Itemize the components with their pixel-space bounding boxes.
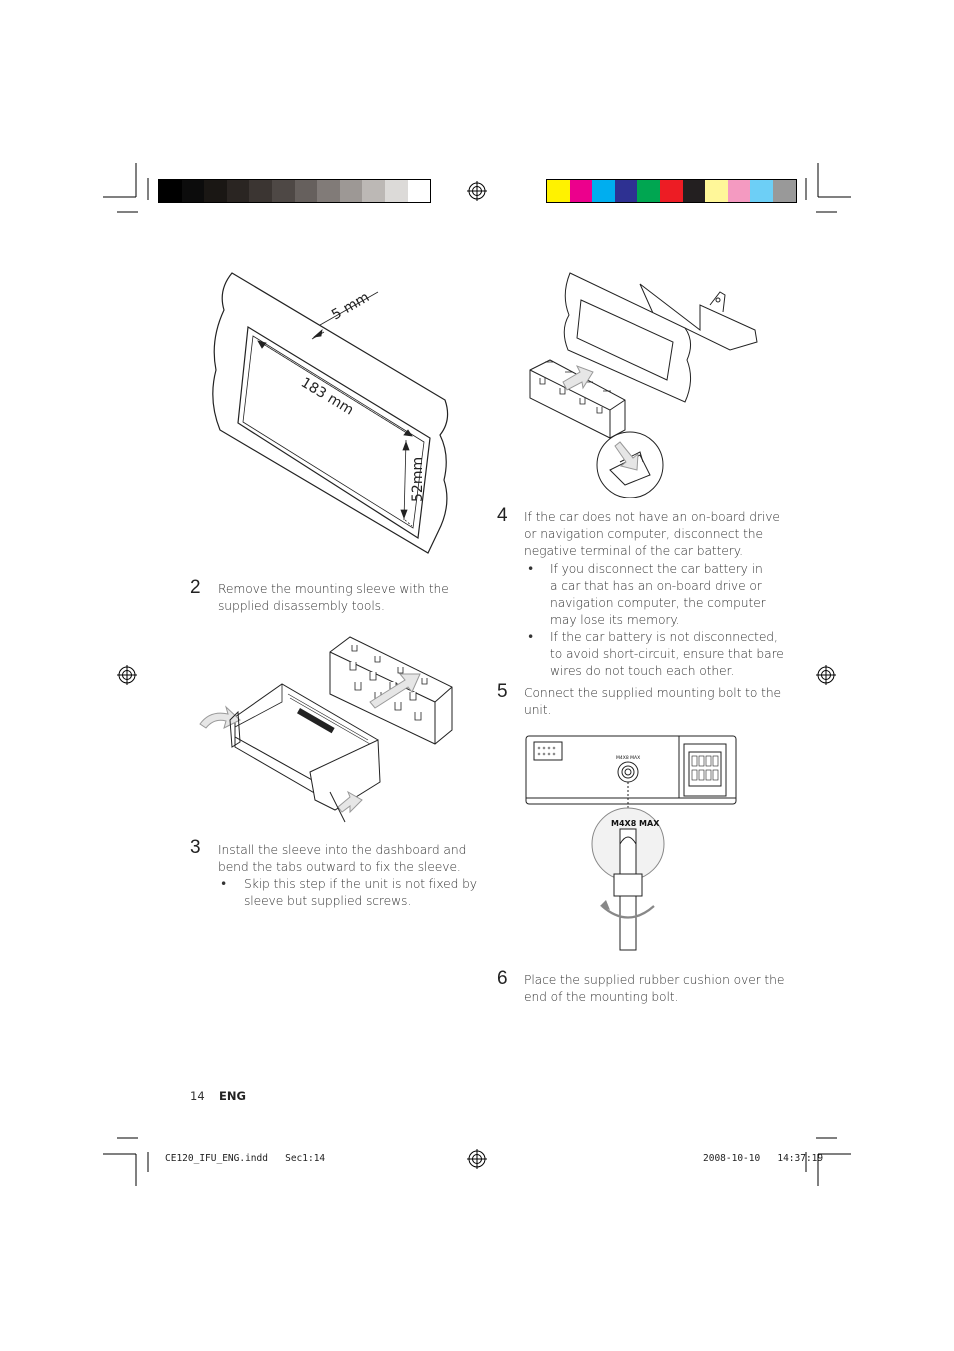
step-4-bullet-1: If you disconnect the car battery in a c… bbox=[550, 561, 766, 629]
bolt-max-label: M4X8 MAX bbox=[611, 819, 660, 828]
text-line: If you disconnect the car battery in bbox=[550, 562, 763, 576]
color-swatch bbox=[659, 180, 683, 202]
color-swatch bbox=[727, 180, 751, 202]
text-line: Place the supplied rubber cushion over t… bbox=[524, 973, 785, 987]
color-swatch bbox=[249, 180, 272, 202]
bullet-icon: • bbox=[527, 630, 535, 644]
text-line: end of the mounting bolt. bbox=[524, 990, 679, 1004]
color-swatch bbox=[637, 180, 660, 202]
color-swatch bbox=[204, 180, 227, 202]
color-swatch bbox=[317, 180, 340, 202]
text-line: or navigation computer, disconnect the bbox=[524, 527, 763, 541]
color-swatch bbox=[226, 180, 250, 202]
color-swatch bbox=[772, 180, 796, 202]
text-line: bend the tabs outward to fix the sleeve. bbox=[218, 860, 461, 874]
text-line: to avoid short-circuit, ensure that bare bbox=[550, 647, 784, 661]
text-line: wires do not touch each other. bbox=[550, 664, 735, 678]
step-4-bullet-2: If the car battery is not disconnected, … bbox=[550, 629, 784, 680]
color-swatch bbox=[705, 180, 728, 202]
color-swatch bbox=[750, 180, 773, 202]
step-4-text: If the car does not have an on-board dri… bbox=[524, 509, 780, 560]
install-sleeve-figure bbox=[529, 272, 758, 498]
text-line: unit. bbox=[524, 703, 552, 717]
color-swatch bbox=[614, 180, 638, 202]
page-number: 14 bbox=[190, 1089, 205, 1103]
slug-filename: CE120_IFU_ENG.indd Sec1:14 bbox=[165, 1153, 326, 1164]
text-line: Skip this step if the unit is not fixed … bbox=[244, 877, 477, 891]
text-line: navigation computer, the computer bbox=[550, 596, 766, 610]
registration-mark-icon bbox=[117, 665, 137, 685]
bullet-icon: • bbox=[220, 877, 228, 891]
step-6-text: Place the supplied rubber cushion over t… bbox=[524, 972, 784, 1006]
color-bar bbox=[546, 179, 797, 203]
text-line: If the car does not have an on-board dri… bbox=[524, 510, 780, 524]
step-2-text: Remove the mounting sleeve with the supp… bbox=[218, 581, 449, 615]
text-line: If the car battery is not disconnected, bbox=[550, 630, 778, 644]
text-line: Remove the mounting sleeve with the bbox=[218, 582, 449, 596]
bullet-icon: • bbox=[527, 562, 535, 576]
registration-mark-icon bbox=[816, 665, 836, 685]
color-swatch bbox=[384, 180, 408, 202]
dim-5mm-label: 5 mm bbox=[329, 289, 372, 323]
step-3-text: Install the sleeve into the dashboard an… bbox=[218, 842, 466, 876]
gray-scale-bar bbox=[158, 179, 432, 203]
color-swatch bbox=[569, 180, 593, 202]
step-5-text: Connect the supplied mounting bolt to th… bbox=[524, 685, 781, 719]
color-swatch bbox=[294, 180, 318, 202]
dim-52mm-label: 52mm bbox=[410, 457, 426, 502]
text-line: a car that has an on-board drive or bbox=[550, 579, 762, 593]
color-swatch bbox=[592, 180, 615, 202]
color-swatch bbox=[339, 180, 363, 202]
step-number: 3 bbox=[190, 837, 201, 858]
bolt-small-label: M4X8 MAX bbox=[616, 755, 640, 761]
text-line: Connect the supplied mounting bolt to th… bbox=[524, 686, 781, 700]
text-line: Install the sleeve into the dashboard an… bbox=[218, 843, 467, 857]
dashboard-opening-figure: 5 mm 183 mm 52mm bbox=[212, 272, 449, 554]
text-line: sleeve but supplied screws. bbox=[244, 894, 412, 908]
color-swatch bbox=[547, 180, 570, 202]
remove-sleeve-figure bbox=[199, 636, 453, 823]
slug-datetime: 2008-10-10 14:37:19 bbox=[703, 1153, 824, 1164]
registration-mark-icon bbox=[467, 181, 487, 201]
color-swatch bbox=[362, 180, 385, 202]
text-line: negative terminal of the car battery. bbox=[524, 544, 743, 558]
step-number: 4 bbox=[497, 505, 508, 526]
step-number: 5 bbox=[497, 681, 508, 702]
registration-mark-icon bbox=[467, 1149, 487, 1169]
step-3-bullet: Skip this step if the unit is not fixed … bbox=[244, 876, 477, 910]
color-swatch bbox=[682, 180, 706, 202]
text-line: may lose its memory. bbox=[550, 613, 680, 627]
color-swatch bbox=[271, 180, 295, 202]
color-swatch bbox=[181, 180, 205, 202]
color-swatch bbox=[159, 180, 182, 202]
step-number: 2 bbox=[190, 577, 201, 598]
color-swatch bbox=[407, 180, 431, 202]
step-number: 6 bbox=[497, 968, 508, 989]
language-code: ENG bbox=[219, 1089, 246, 1103]
text-line: supplied disassembly tools. bbox=[218, 599, 385, 613]
mounting-bolt-figure: M4X8 MAX M4X8 MAX bbox=[525, 735, 737, 951]
